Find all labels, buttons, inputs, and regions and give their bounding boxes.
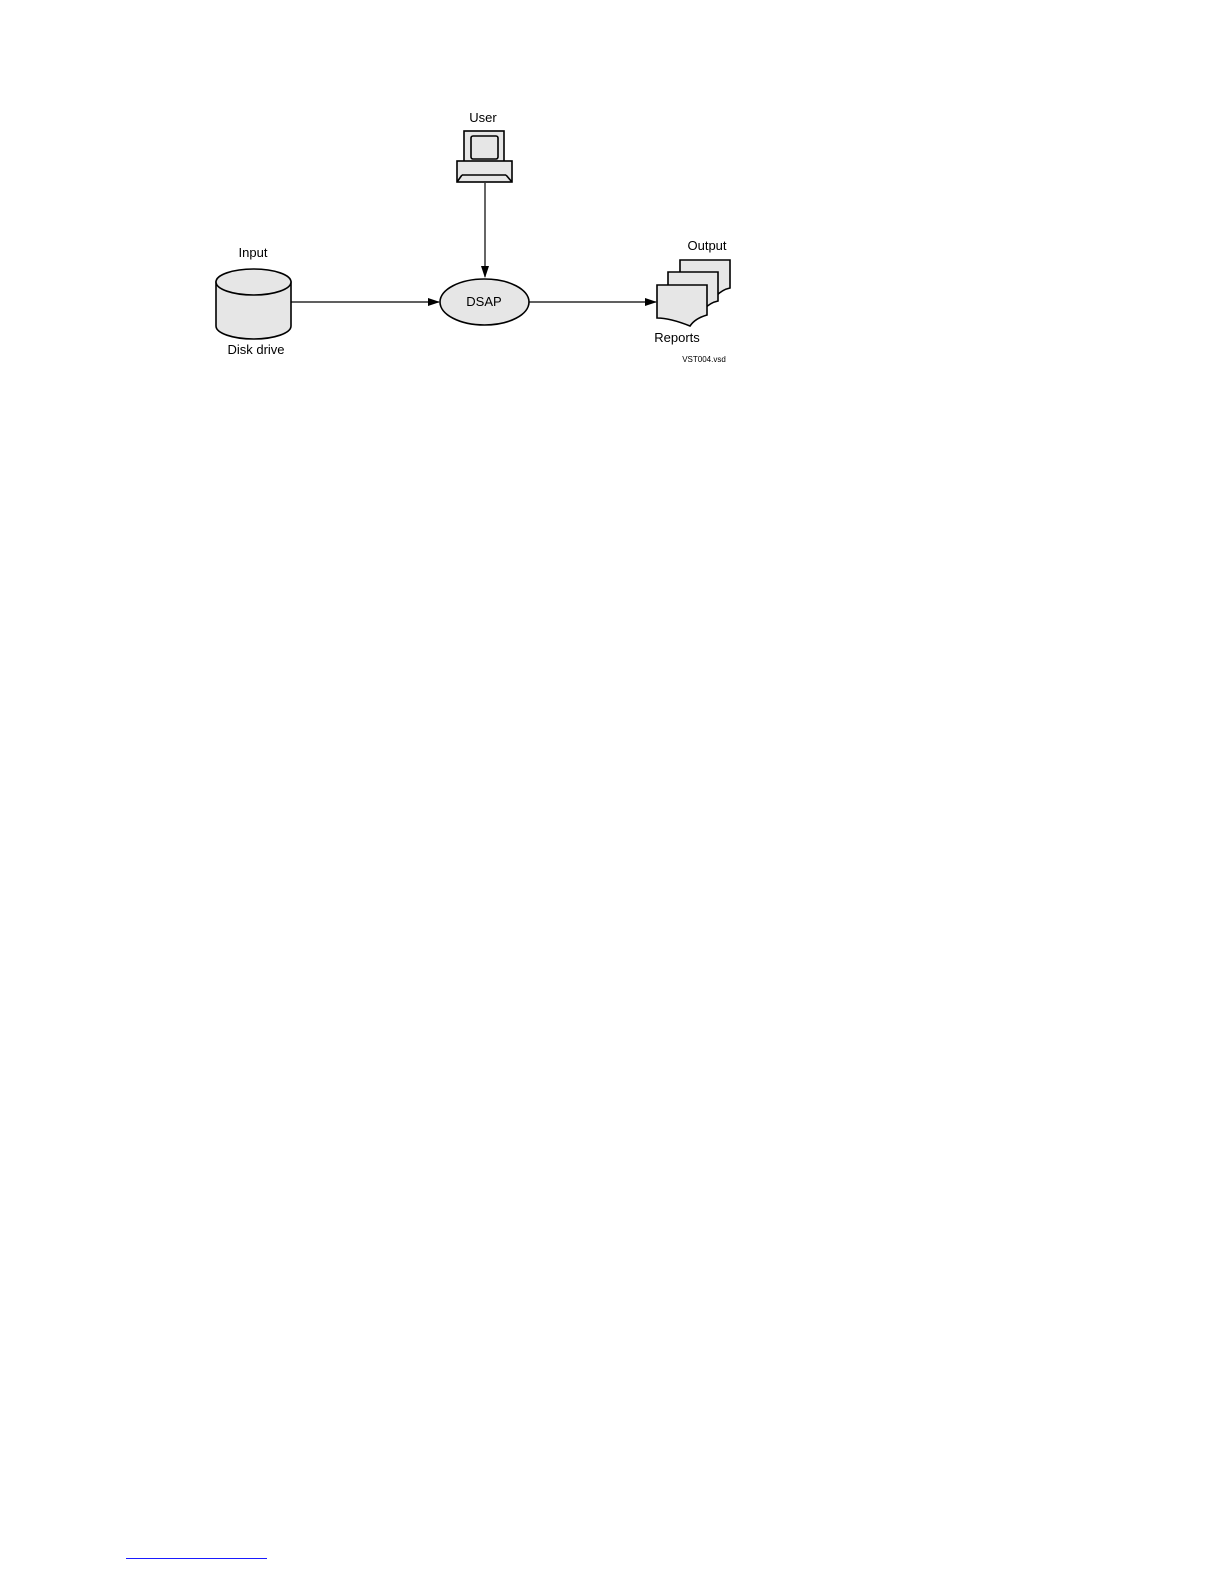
- output-label: Output: [687, 238, 726, 253]
- reports-icon: [657, 260, 730, 326]
- footnote-rule: [126, 1558, 267, 1559]
- dsap-label: DSAP: [466, 294, 501, 309]
- disk-drive-label: Disk drive: [227, 342, 284, 357]
- reports-label: Reports: [654, 330, 700, 345]
- file-name-label: VST004.vsd: [682, 355, 726, 364]
- user-label: User: [469, 110, 497, 125]
- terminal-icon: [457, 131, 512, 182]
- input-label: Input: [239, 245, 268, 260]
- disk-drive-icon: [216, 269, 291, 339]
